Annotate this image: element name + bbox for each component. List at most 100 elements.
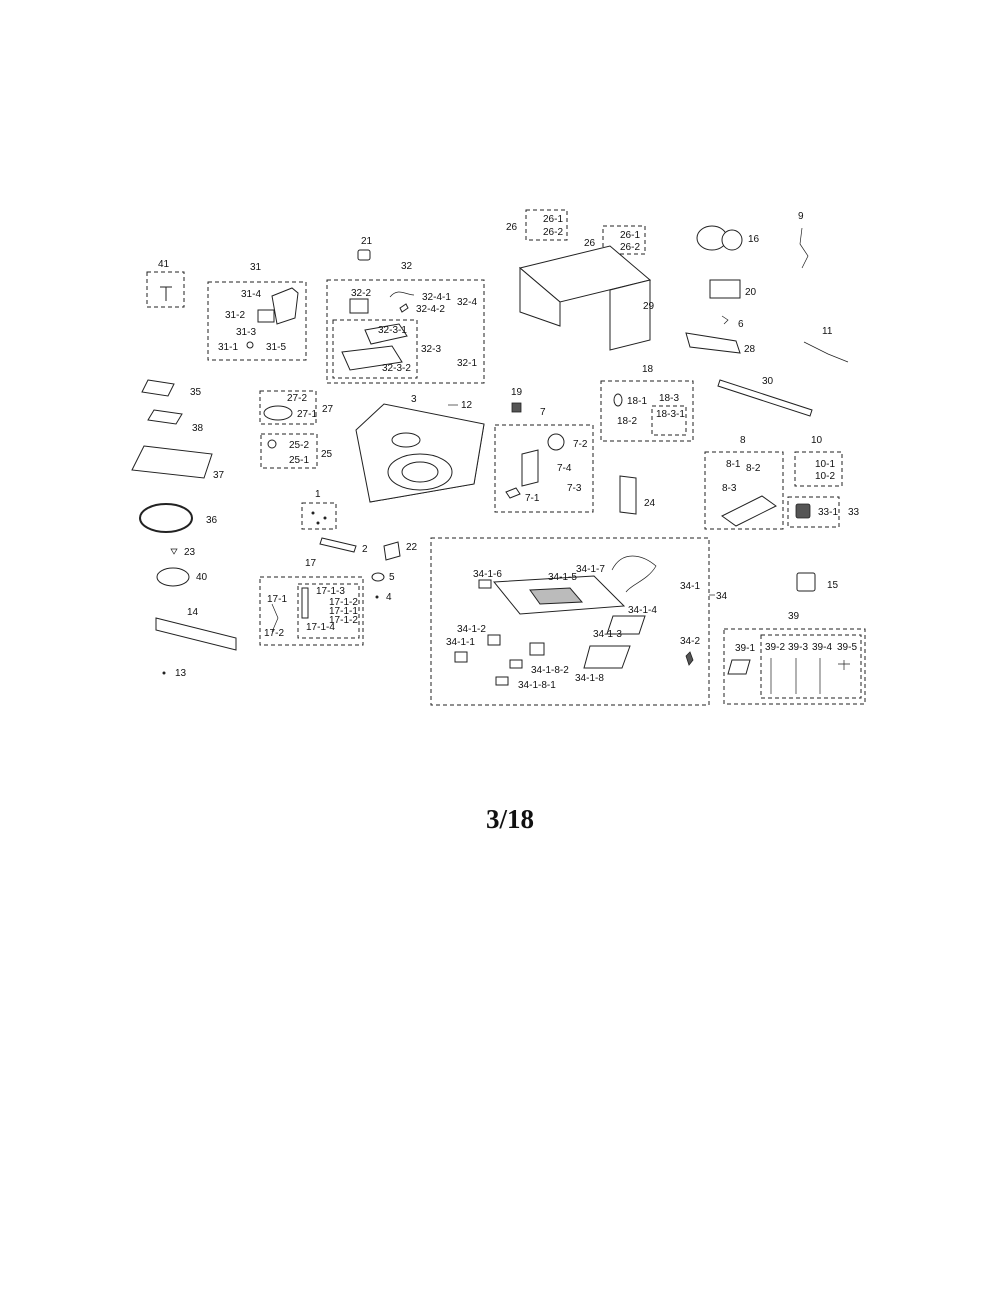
part-22-sheet	[383, 541, 401, 561]
label-32-3-2: 32-3-2	[382, 363, 411, 374]
label-8-3: 8-3	[722, 483, 737, 494]
label-17-1-4: 17-1-4	[306, 622, 335, 633]
label-5: 5	[389, 572, 395, 583]
label-26-2-b: 26-2	[620, 242, 640, 253]
part-5: 5	[371, 572, 395, 583]
part-18-1-part	[613, 393, 623, 407]
part-33-1-fuse	[795, 503, 811, 519]
part-28-duct	[685, 332, 741, 354]
label-17-1-2a: 17-1-2	[329, 597, 358, 608]
label-8-2: 8-2	[746, 463, 761, 474]
part-40: 40	[156, 567, 208, 587]
part-34-1-4-plate	[606, 615, 646, 635]
part-group-26-right: 26 26-1 26-2	[584, 225, 646, 255]
part-group-32: 32 32-2 32-4-1 32-4 32-4-2 32-3-1 32-3 3…	[326, 261, 485, 384]
label-2: 2	[362, 544, 368, 555]
part-38-filter	[147, 409, 183, 425]
part-group-31: 31 31-4 31-2 31-3 31-1 31-5	[207, 262, 307, 361]
label-8-1: 8-1	[726, 459, 741, 470]
part-34-1-8-1-part	[495, 676, 509, 686]
label-28: 28	[744, 344, 756, 355]
label-7-2: 7-2	[573, 439, 588, 450]
label-17-2: 17-2	[264, 628, 284, 639]
label-19: 19	[511, 387, 523, 398]
label-39-3: 39-3	[788, 642, 808, 653]
part-19: 19	[511, 387, 523, 413]
part-29-side-left	[519, 266, 561, 327]
label-3: 3	[411, 394, 417, 405]
part-3: 3 12	[355, 394, 485, 503]
part-6-clip	[721, 315, 729, 325]
part-34-1-2-part	[487, 634, 501, 646]
label-17-1-3: 17-1-3	[316, 586, 345, 597]
label-33: 33	[848, 507, 860, 518]
label-8: 8	[740, 435, 746, 446]
label-17-1-2b: 17-1-2	[329, 615, 358, 626]
label-10: 10	[811, 435, 823, 446]
label-39-4: 39-4	[812, 642, 832, 653]
label-26: 26	[506, 222, 518, 233]
label-32: 32	[401, 261, 413, 272]
part-37-rack	[131, 445, 213, 479]
part-14: 14	[155, 607, 237, 651]
part-2-latch	[319, 537, 357, 553]
part-group-41: 41	[146, 259, 185, 308]
part-36-tray	[139, 503, 193, 533]
label-21: 21	[361, 236, 373, 247]
label-32-4-1: 32-4-1	[422, 292, 451, 303]
label-16: 16	[748, 234, 760, 245]
part-group-17: 17 17-1 17-2 17-1-3 17-1-2 17-1-1 17-1-2…	[259, 558, 364, 646]
label-18: 18	[642, 364, 654, 375]
part-11-wire	[803, 341, 849, 363]
label-27-1: 27-1	[297, 409, 317, 420]
part-7-4-duct	[521, 449, 539, 487]
label-25: 25	[321, 449, 333, 460]
label-23: 23	[184, 547, 196, 558]
part-group-7: 7 7-2 7-4 7-3 7-1	[494, 407, 594, 513]
label-39: 39	[788, 611, 800, 622]
label-33-1: 33-1	[818, 507, 838, 518]
label-39-2: 39-2	[765, 642, 785, 653]
part-24: 24	[619, 475, 656, 515]
part-19-switch	[511, 402, 522, 413]
part-38: 38	[147, 409, 204, 434]
label-37: 37	[213, 470, 225, 481]
part-41-screw	[160, 286, 172, 301]
part-32-3-1-board	[364, 323, 408, 345]
part-34-2: 34-2	[680, 636, 700, 666]
part-39-1-bag	[727, 659, 751, 675]
label-12: 12	[461, 400, 473, 411]
part-15: 15	[796, 572, 839, 592]
label-32-3-1: 32-3-1	[378, 325, 407, 336]
part-29: 29	[518, 245, 655, 351]
label-13: 13	[175, 668, 187, 679]
part-34-2-clip	[685, 651, 694, 666]
part-28: 28	[685, 332, 756, 355]
label-9: 9	[798, 211, 804, 222]
part-37: 37	[131, 445, 225, 481]
part-34-1-7-wire	[611, 555, 657, 593]
part-36: 36	[139, 503, 218, 533]
label-35: 35	[190, 387, 202, 398]
part-34-1-part	[529, 642, 545, 656]
label-27-2: 27-2	[287, 393, 307, 404]
part-32-3-2-board	[341, 345, 403, 371]
label-25-2: 25-2	[289, 440, 309, 451]
label-34-1-7: 34-1-7	[576, 564, 605, 575]
part-5-foot	[371, 572, 385, 582]
part-14-panel	[155, 617, 237, 651]
part-7-2-fan	[547, 433, 565, 451]
part-31-1-screw	[246, 341, 254, 349]
label-18-3: 18-3	[659, 393, 679, 404]
part-24-panel	[619, 475, 637, 515]
part-34-1-8-2-part	[509, 659, 523, 669]
label-26-1: 26-1	[543, 214, 563, 225]
part-group-34: 34 34-1 34-1-6 34-1-5 34-1-7 34-1-4 34-1…	[430, 537, 728, 706]
part-15-transformer	[796, 572, 816, 592]
label-34-1-4: 34-1-4	[628, 605, 657, 616]
label-39-5: 39-5	[837, 642, 857, 653]
label-7-1: 7-1	[525, 493, 540, 504]
part-25-2-gear	[267, 439, 277, 449]
label-34-1-5: 34-1-5	[548, 572, 577, 583]
